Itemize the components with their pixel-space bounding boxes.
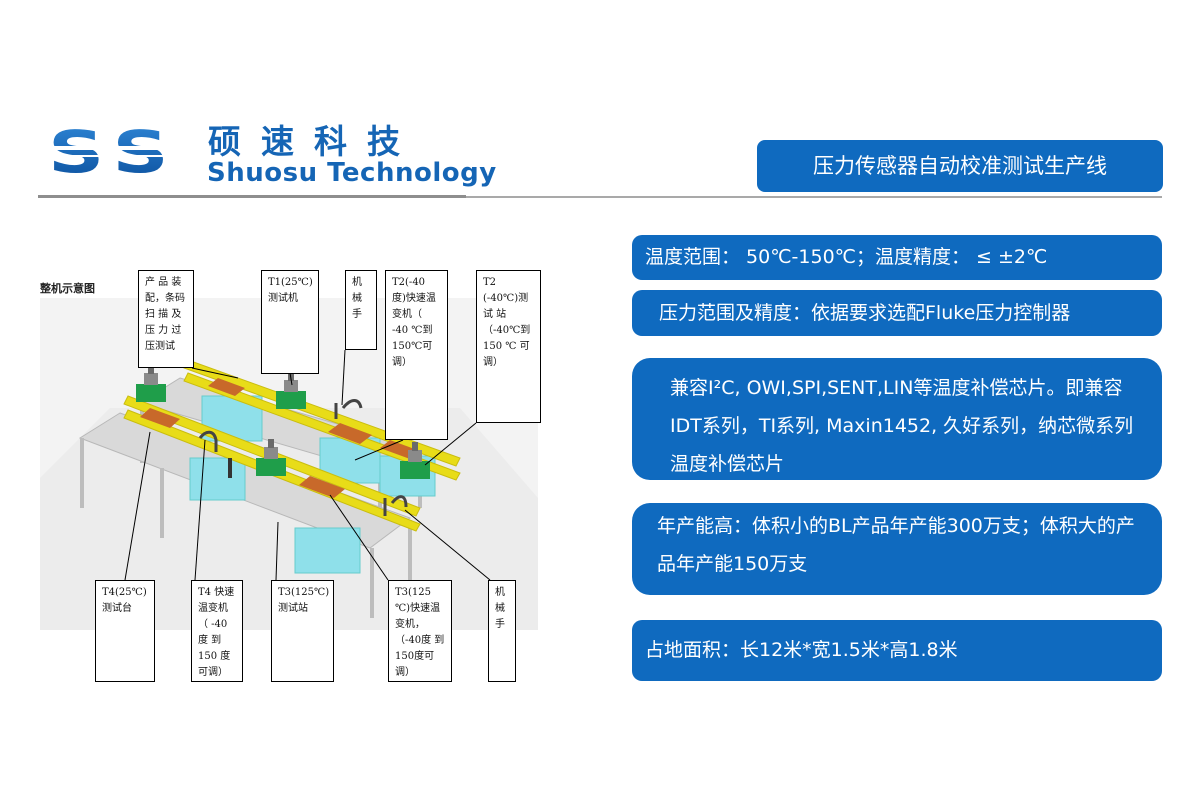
robot-arm-mid	[198, 430, 218, 452]
page-title: 压力传感器自动校准测试生产线	[757, 140, 1163, 192]
svg-text:S: S	[112, 122, 168, 180]
spec-capacity: 年产能高：体积小的BL产品年产能300万支；体积大的产品年产能150万支	[632, 503, 1162, 595]
spec-chips: 兼容I²C, OWI,SPI,SENT,LIN等温度补偿芯片。即兼容IDT系列，…	[632, 358, 1162, 480]
logo-chinese-name: 硕速科技	[208, 122, 420, 161]
callout-t2-fast-temp: T2(-40 度)快速温变机（ -40 ℃到 150℃可调）	[385, 270, 448, 440]
callout-product-load: 产 品 装配，条码扫 描 及压 力 过压测试	[138, 270, 194, 368]
svg-text:S: S	[48, 122, 104, 180]
callout-robot-top: 机械手	[345, 270, 377, 350]
callout-robot-bottom: 机械手	[488, 580, 516, 682]
diagram-title: 整机示意图	[40, 282, 95, 295]
logo-english-name: Shuosu Technology	[207, 158, 497, 188]
callout-t1: T1(25℃)测试机	[261, 270, 319, 374]
callout-t4-table: T4(25℃)测试台	[95, 580, 155, 682]
callout-t3-fast-temp: T3(125 ℃)快速温变机，（-40度 到 150度可调）	[388, 580, 452, 682]
callout-t2-station: T2 (-40℃)测 试 站（-40℃到150 ℃ 可调）	[476, 270, 541, 423]
green-module-t4	[256, 439, 286, 476]
green-module-t2	[400, 442, 430, 479]
spec-pressure: 压力范围及精度：依据要求选配Fluke压力控制器	[632, 290, 1162, 336]
callout-t4-fast-temp: T4 快速温变机（ -40度 到150 度可调）	[191, 580, 243, 682]
callout-t3-station: T3(125℃)测试站	[271, 580, 334, 682]
spec-footprint: 占地面积：长12米*宽1.5米*高1.8米	[632, 620, 1162, 681]
spec-temperature: 温度范围： 50℃-150℃；温度精度： ≤ ±2℃	[632, 235, 1162, 280]
green-module-left	[136, 365, 166, 402]
header-divider	[38, 196, 1162, 198]
header-divider-accent	[38, 195, 466, 198]
logo-mark-icon: S S	[48, 122, 194, 180]
robot-arm-top	[334, 399, 363, 419]
